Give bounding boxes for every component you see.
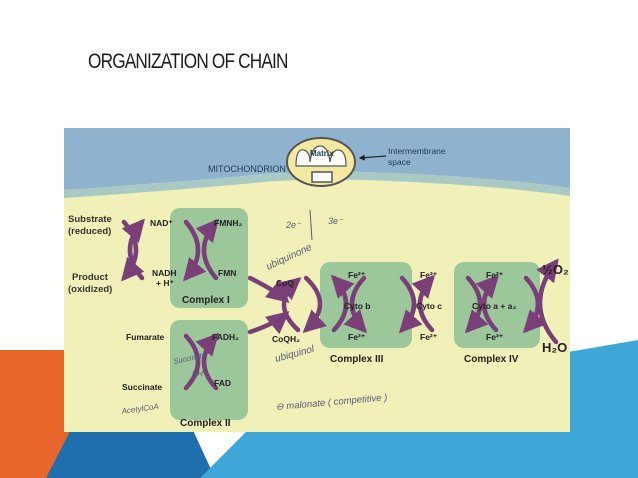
matrix-label: Matrix <box>310 149 334 158</box>
complex-iv-fe3-label: Fe³⁺ <box>486 332 504 342</box>
banner-fold <box>64 171 570 198</box>
oxygen-label: ½O₂ <box>542 262 569 277</box>
complex-i-title: Complex I <box>182 295 230 306</box>
cyto-c-fe3-label: Fe³⁺ <box>420 270 438 280</box>
substrate-label-1: Substrate <box>68 214 112 225</box>
handwritten-3e: 3e⁻ <box>328 216 344 226</box>
fmnh2-label: FMNH₂ <box>214 218 243 228</box>
complex-i-box <box>170 208 248 308</box>
handwritten-divider <box>309 209 313 241</box>
handwritten-succinate-dh-2: DH <box>192 369 203 378</box>
cyto-c-label: Cyto c <box>416 301 442 311</box>
fmn-label: FMN <box>218 268 236 278</box>
complex-iii-fe3-label: Fe³⁺ <box>348 332 366 342</box>
coq-label: CoQ <box>276 278 294 288</box>
nad-plus-label: NAD⁺ <box>150 218 173 228</box>
intermembrane-pointer <box>358 154 387 161</box>
substrate-label-2: (reduced) <box>68 226 111 237</box>
complex-ii-title: Complex II <box>180 418 231 429</box>
product-label-1: Product <box>72 272 109 283</box>
coqh2-label: CoQH₂ <box>272 334 300 344</box>
corner-blue-light-right <box>568 340 638 478</box>
cyto-c-fe2-label: Fe²⁺ <box>420 332 438 342</box>
intermembrane-label-1: Intermembrane <box>388 146 446 156</box>
nadh-label-2: + H⁺ <box>156 278 174 288</box>
complex-iv-fe2-label: Fe²⁺ <box>486 270 504 280</box>
nadh-label-1: NADH <box>152 268 177 278</box>
cyto-aa3-label: Cyto a + a₃ <box>472 301 516 311</box>
water-label: H₂O <box>542 340 567 355</box>
complex-iii-fe2-label: Fe²⁺ <box>348 270 366 280</box>
complex-iv-title: Complex IV <box>464 354 519 365</box>
product-label-2: (oxidized) <box>68 284 112 295</box>
slide-title: ORGANIZATION OF CHAIN <box>88 50 288 73</box>
mitochondrion-icon <box>286 137 356 187</box>
succinate-label: Succinate <box>122 382 162 392</box>
intermembrane-label-2: space <box>388 157 411 167</box>
fadh2-label: FADH₂ <box>212 332 239 342</box>
complex-iii-title: Complex III <box>330 354 384 365</box>
redox-arrows <box>121 218 559 391</box>
complex-ii-box <box>170 320 248 420</box>
fad-label: FAD <box>214 378 231 388</box>
electron-transport-chain-diagram: MITOCHONDRION Matrix Intermembrane space… <box>64 128 570 432</box>
mitochondrion-label: MITOCHONDRION <box>208 164 286 174</box>
fumarate-label: Fumarate <box>126 332 165 342</box>
cyto-b-label: Cyto b <box>344 301 370 311</box>
handwritten-2e: 2e⁻ <box>285 220 302 230</box>
